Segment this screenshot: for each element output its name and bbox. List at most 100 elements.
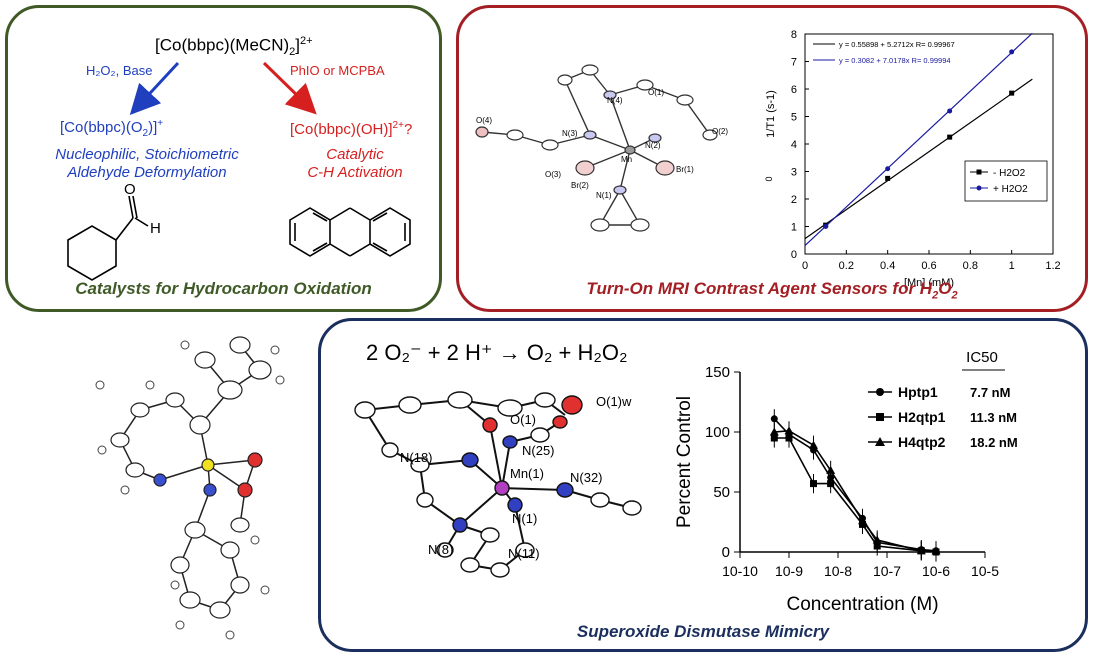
superoxide-equation: 2 O₂⁻ + 2 H⁺ → O₂ + H₂O₂ <box>366 340 628 365</box>
aldehyde-hydrogen-label: H <box>150 220 161 237</box>
x-tick-label: 1.2 <box>1045 260 1060 272</box>
data-point <box>1009 49 1015 55</box>
atom-label-N4: N(4) <box>607 96 623 105</box>
x-axis-label: Concentration (M) <box>786 594 938 615</box>
x-tick-label: 0 <box>802 260 808 272</box>
sod-mimicry-panel <box>318 318 1088 652</box>
legend-box <box>964 160 1048 202</box>
x-tick-label: 0.6 <box>921 260 936 272</box>
legend-marker <box>875 437 885 446</box>
atom-label-O2: O(2) <box>712 127 728 136</box>
y-tick-label: 0 <box>722 544 730 561</box>
mn-crystal-structure-1 <box>475 64 718 232</box>
y-tick-label: 100 <box>705 424 730 441</box>
y-axis-label: Percent Control <box>674 396 695 528</box>
co-crystal-structure <box>95 336 285 640</box>
data-point <box>947 134 953 140</box>
data-point <box>826 465 836 474</box>
y-tick-label: 3 <box>791 167 797 179</box>
data-point <box>858 516 867 525</box>
panel2-caption: Turn-On MRI Contrast Agent Sensors for H… <box>586 279 958 302</box>
fit-curve <box>774 429 936 552</box>
y-tick-label: 7 <box>791 57 797 69</box>
data-point <box>770 415 778 423</box>
atom-label-N2: N(2) <box>645 141 661 150</box>
dihydroanthracene-structure <box>289 207 411 257</box>
atom-label-Mn1: Mn(1) <box>510 466 544 481</box>
data-point <box>947 108 953 114</box>
data-point <box>827 480 835 488</box>
left-arrow <box>129 61 180 116</box>
fit-equation: y = 0.55898 + 5.2712x R= 0.99967 <box>839 40 955 49</box>
y-axis-label: 1/T1 (s-1) <box>765 90 777 138</box>
atom-label-N1: N(1) <box>512 511 538 526</box>
x-tick-label: 10-5 <box>971 563 999 579</box>
data-point <box>784 426 794 435</box>
x-tick-label: 10-7 <box>873 563 901 579</box>
aldehyde-oxygen-label: O <box>124 181 136 198</box>
atom-label-N3: N(3) <box>562 129 578 138</box>
legend-marker <box>876 388 884 396</box>
atom-label-O3: O(3) <box>545 170 561 179</box>
ic50-value: 11.3 nM <box>970 410 1017 425</box>
atom-label-N32: N(32) <box>570 470 603 485</box>
legend-label: H4qtp2 <box>898 434 946 450</box>
atom-label-O1w: O(1)w <box>596 394 632 409</box>
panel3-caption: Superoxide Dismutase Mimicry <box>576 622 830 641</box>
atom-label-Mn: Mn <box>621 155 633 164</box>
data-point <box>885 175 891 181</box>
cyclohexanecarbaldehyde-structure <box>67 195 149 281</box>
y-tick-label: 1 <box>791 222 797 234</box>
legend-label: - H2O2 <box>993 168 1026 179</box>
left-description-line2: Aldehyde Deformylation <box>67 164 227 181</box>
x-tick-label: 10-8 <box>824 563 852 579</box>
legend-marker <box>976 169 982 175</box>
ic50-value: 18.2 nM <box>970 435 1018 450</box>
y-tick-label: 5 <box>791 112 797 124</box>
data-point <box>810 480 817 488</box>
right-product-label: [Co(bbpc)(OH)]2+? <box>290 120 413 138</box>
left-reagent-label: H₂O₂, Base <box>86 63 153 78</box>
atom-label-N11: N(11) <box>508 546 540 561</box>
atom-label-N25: N(25) <box>522 443 555 458</box>
hydrocarbon-oxidation-panel <box>5 5 442 312</box>
atom-label-N18: N(18) <box>400 450 433 465</box>
panel1-caption: Catalysts for Hydrocarbon Oxidation <box>75 279 372 298</box>
left-product-label: [Co(bbpc)(O2)]+ <box>60 118 164 139</box>
fit-equation: y = 0.3082 + 7.0178x R= 0.99994 <box>839 56 951 65</box>
y-tick-label: 4 <box>791 139 797 151</box>
right-description-line2: C-H Activation <box>307 164 403 181</box>
legend-marker <box>876 413 884 421</box>
atom-label-N8: N(8) <box>428 542 454 557</box>
left-description-line1: Nucleophilic, Stoichiometric <box>55 146 239 163</box>
y-tick-label: 6 <box>791 84 797 96</box>
atom-label-O1: O(1) <box>648 88 664 97</box>
x-tick-label: 10-10 <box>722 563 758 579</box>
reaction-arrows <box>67 61 411 281</box>
x-tick-label: 0.8 <box>963 260 978 272</box>
atom-label-Br1: Br(1) <box>676 165 694 174</box>
x-axis-label: [Mn] (mM) <box>904 277 954 289</box>
legend-label: + H2O2 <box>993 184 1028 195</box>
data-point <box>809 440 818 449</box>
y-tick-label: 8 <box>791 29 797 41</box>
y-tick-label: 0 <box>791 249 797 261</box>
x-tick-label: 0.4 <box>880 260 895 272</box>
fit-curve <box>774 437 937 553</box>
x-tick-label: 10-6 <box>922 563 950 579</box>
right-arrow <box>262 61 317 115</box>
right-description-line1: Catalytic <box>326 146 384 163</box>
data-point <box>931 546 941 555</box>
data-point <box>885 166 891 172</box>
y-tick-label: 2 <box>791 194 797 206</box>
ic50-header: IC50 <box>966 349 998 366</box>
fit-line-plus-h2o2 <box>804 32 1033 246</box>
x-tick-label: 1 <box>1009 260 1015 272</box>
legend-label: H2qtp1 <box>898 409 946 425</box>
legend-marker <box>976 185 982 191</box>
data-point <box>872 535 882 544</box>
data-point <box>769 427 779 436</box>
ic50-value: 7.7 nM <box>970 385 1010 400</box>
